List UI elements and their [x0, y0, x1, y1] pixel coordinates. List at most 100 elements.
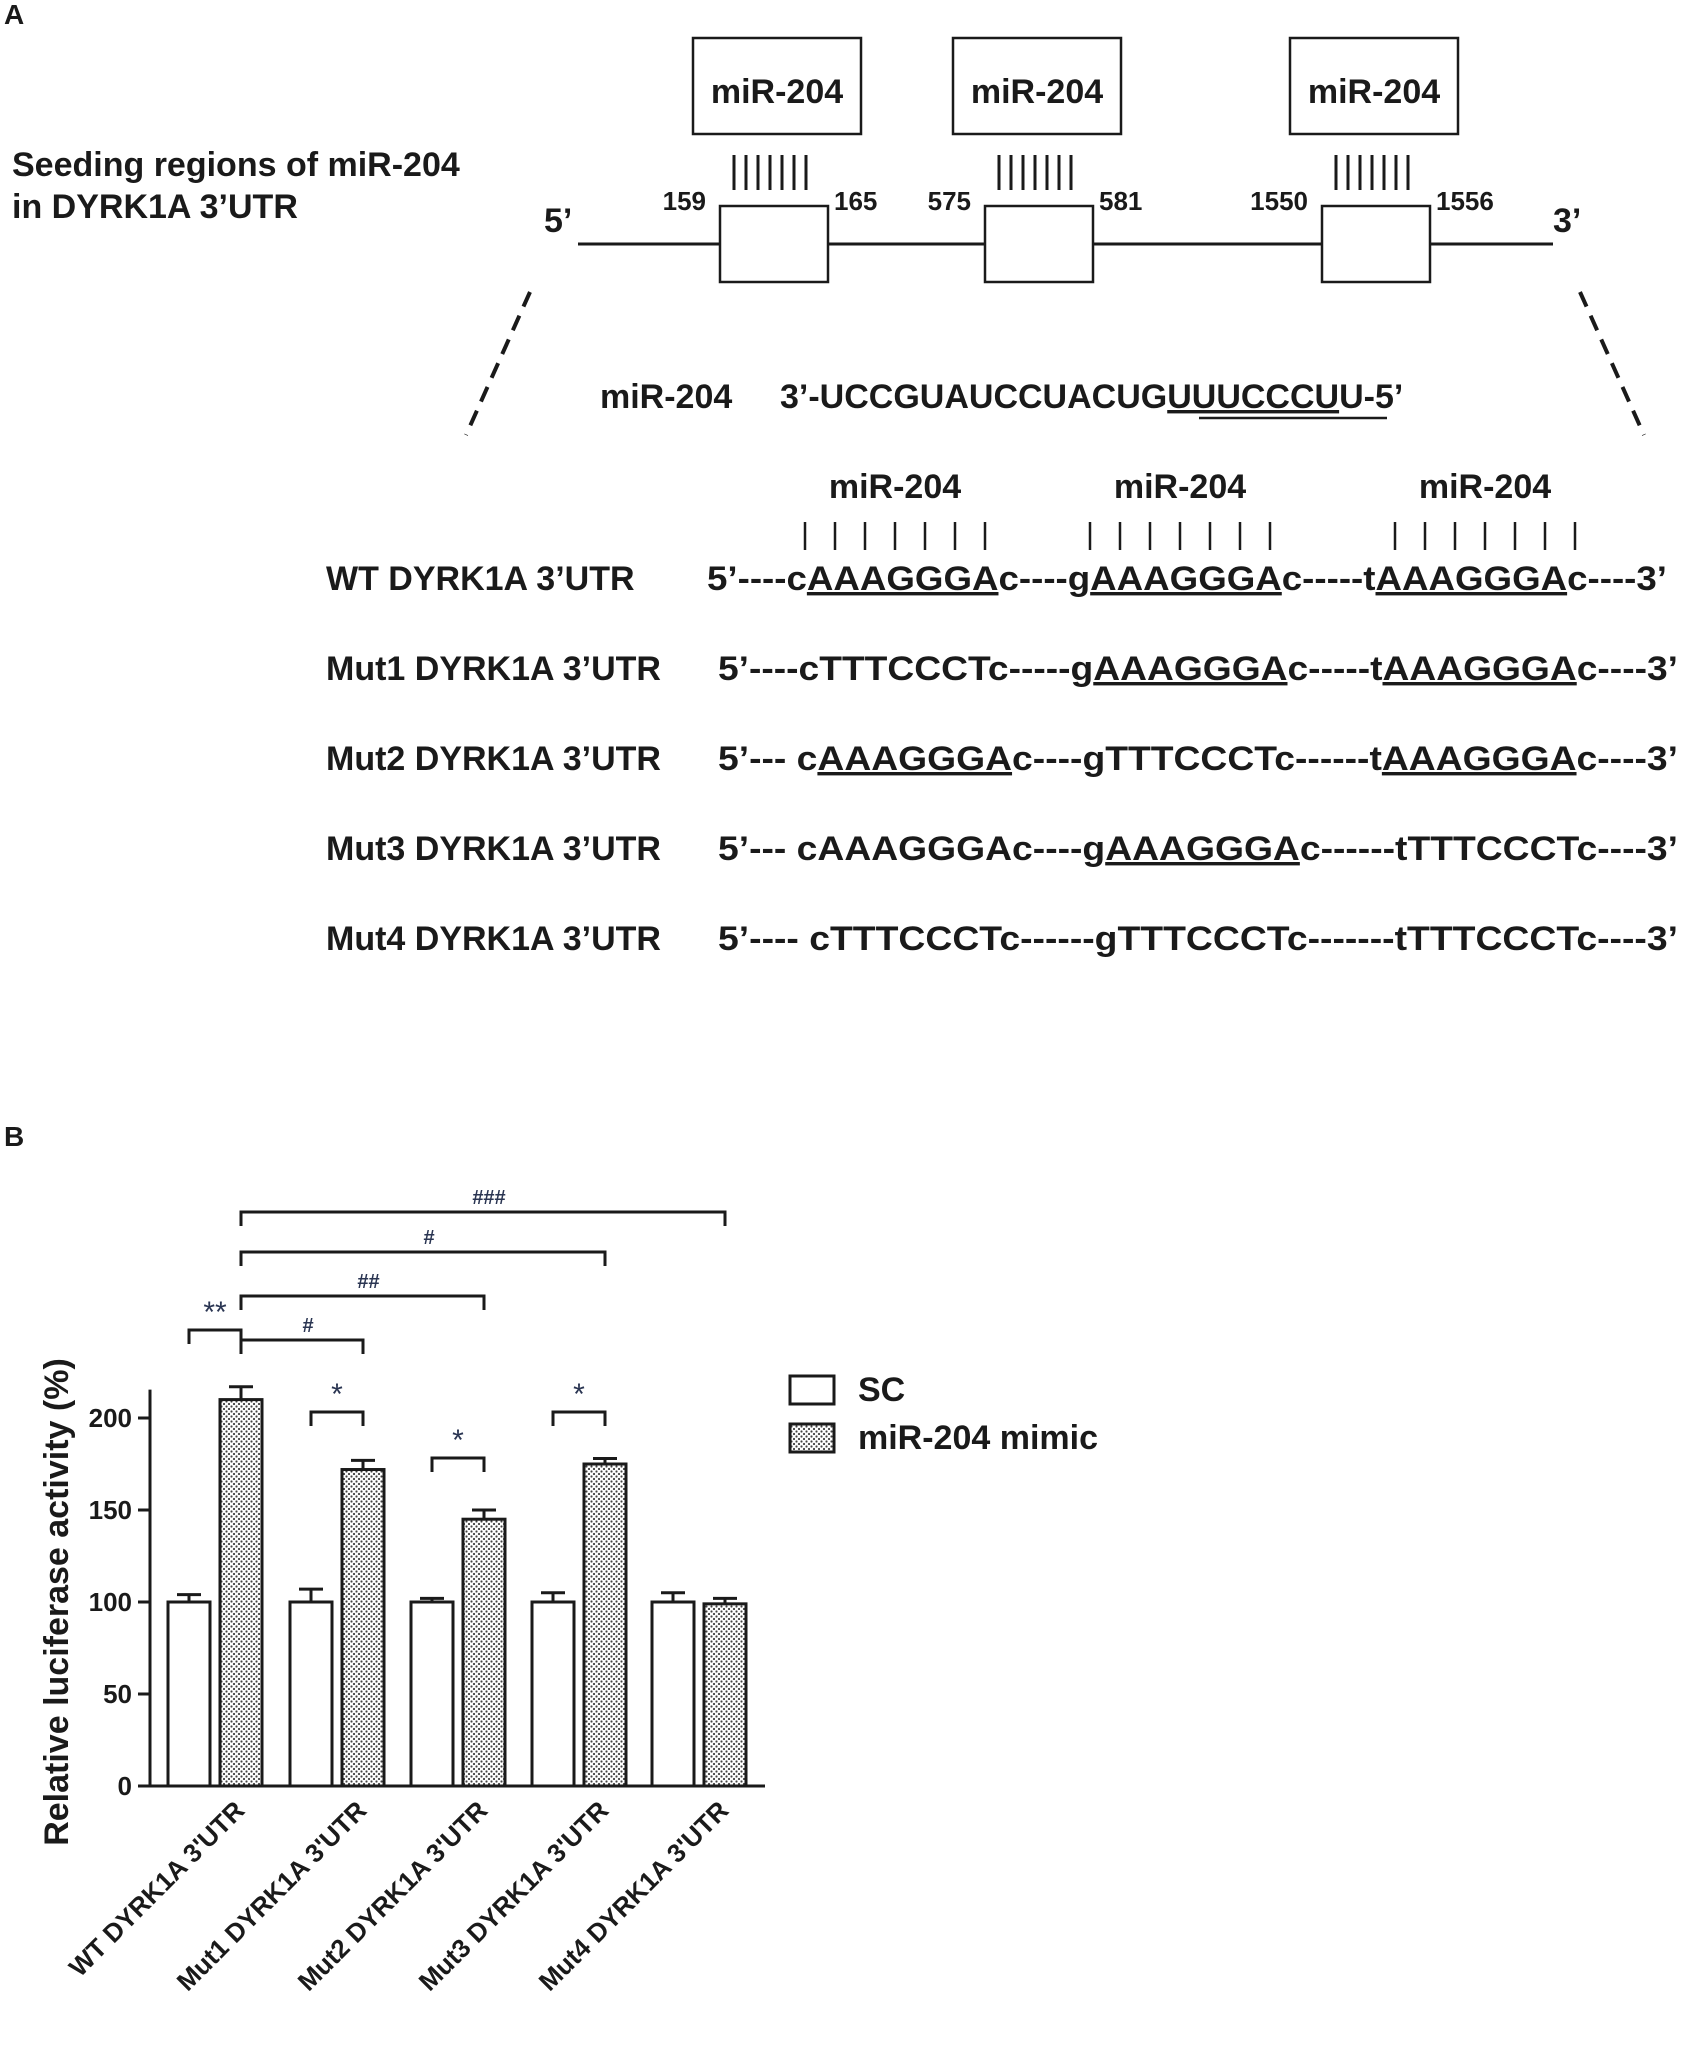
legend-label: miR-204 mimic	[858, 1419, 1098, 1457]
utr-site-2: miR-204 575 581	[928, 36, 1142, 284]
wt-comparison-bracket	[239, 1338, 365, 1354]
column-label-1: miR-204	[829, 468, 961, 506]
site-box	[983, 204, 1095, 284]
y-tick-label: 100	[89, 1587, 132, 1617]
bar-sc	[288, 1600, 334, 1788]
sequence-name: Mut3 DYRK1A 3’UTR	[326, 830, 661, 868]
flanking-text: c------tTTTCCCTc----3’	[1300, 830, 1678, 868]
site-end-position: 581	[1099, 186, 1142, 216]
site-start-position: 159	[663, 186, 706, 216]
panel-a: A Seeding regions of miR-204 in DYRK1A 3…	[4, 0, 1678, 958]
pair-bracket	[187, 1328, 243, 1344]
site-label: miR-204	[711, 73, 843, 111]
bar-mimic	[461, 1517, 507, 1788]
site-end-position: 165	[834, 186, 877, 216]
pair-significance: **	[203, 1296, 227, 1329]
panel-b-label: B	[4, 1121, 24, 1152]
flanking-text: c----gTTTCCCTc------t	[1012, 740, 1382, 778]
y-tick-label: 150	[89, 1495, 132, 1525]
seed-site-text: AAAGGGA	[1093, 650, 1287, 688]
utr-site-3: miR-204 1550 1556	[1250, 36, 1494, 284]
sequence-name: Mut4 DYRK1A 3’UTR	[326, 920, 661, 958]
sequence-row: Mut4 DYRK1A 3’UTR 5’---- cTTTCCCTc------g…	[326, 920, 1678, 958]
projection-right	[1578, 291, 1646, 436]
legend-swatch-sc	[788, 1374, 836, 1406]
flanking-text: 5’--- cAAAGGGAc----g	[718, 830, 1105, 868]
y-axis-label: Relative luciferase activity (%)	[38, 1358, 76, 1846]
utr-3-prime-end: 3’	[1553, 202, 1581, 240]
mirna-sequence: 3’-UCCGUAUCCUACUGUUUCCCUU-5’	[780, 378, 1403, 416]
pair-significance: *	[331, 1378, 343, 1411]
sequence-name: Mut1 DYRK1A 3’UTR	[326, 650, 661, 688]
wt-comparison-bracket	[239, 1250, 607, 1266]
seed-site-text: AAAGGGA	[1383, 650, 1577, 688]
seed-site-text: AAAGGGA	[817, 740, 1012, 778]
wt-comparison-significance: #	[302, 1315, 313, 1337]
seed-site-text: AAAGGGA	[1105, 830, 1300, 868]
flanking-text: c----3’	[1577, 740, 1678, 778]
bar-sc	[166, 1600, 212, 1788]
column-label-2: miR-204	[1114, 468, 1246, 506]
column-labels: miR-204 miR-204 miR-204	[803, 468, 1577, 550]
significance-marks: *****#######	[187, 1187, 727, 1472]
wt-comparison-significance: #	[423, 1227, 434, 1249]
mirna-label: miR-204	[600, 378, 732, 416]
site-label: miR-204	[971, 73, 1103, 111]
wt-comparison-bracket	[239, 1294, 486, 1310]
flanking-text: 5’----cTTTCCCTc-----g	[718, 650, 1093, 688]
seed-site-text: AAAGGGA	[1090, 560, 1282, 598]
mirna-seq-seed: UUUCCCU	[1167, 378, 1339, 416]
site-start-position: 575	[928, 186, 971, 216]
pair-bracket	[551, 1410, 607, 1426]
site-label: miR-204	[1308, 73, 1440, 111]
flanking-text: 5’----c	[707, 560, 807, 598]
utr-5-prime-end: 5’	[544, 202, 572, 240]
bar-sc	[409, 1600, 455, 1788]
bar-sc	[650, 1600, 696, 1788]
flanking-text: 5’---- cTTTCCCTc------gTTTCCCTc-------tT…	[718, 920, 1678, 958]
pair-bracket	[430, 1456, 486, 1472]
utr-site-1: miR-204 159 165	[663, 36, 877, 284]
site-end-position: 1556	[1436, 186, 1494, 216]
bar-mimic	[340, 1468, 386, 1788]
legend-swatch-mimic	[788, 1422, 836, 1454]
seed-site-text: AAAGGGA	[807, 560, 999, 598]
pair-significance: *	[452, 1424, 464, 1457]
pair-significance: *	[573, 1378, 585, 1411]
site-start-position: 1550	[1250, 186, 1308, 216]
bar-sc	[530, 1600, 576, 1788]
y-tick-label: 0	[118, 1771, 132, 1801]
site-label-box	[951, 36, 1123, 136]
column-label-3: miR-204	[1419, 468, 1551, 506]
site-box	[718, 204, 830, 284]
site-label-box	[1288, 36, 1460, 136]
bar-group: WT DYRK1A 3'UTR	[63, 1385, 264, 1982]
panel-a-label: A	[4, 0, 24, 30]
sequence-name: WT DYRK1A 3’UTR	[326, 560, 635, 598]
y-tick-label: 200	[89, 1403, 132, 1433]
legend-label: SC	[858, 1371, 905, 1409]
flanking-text: c----g	[998, 560, 1090, 598]
utr-sites: miR-204 159 165 miR-204 575 581 miR-204 1550 155…	[663, 36, 1494, 284]
flanking-text: c-----t	[1288, 650, 1383, 688]
chart-legend: SC miR-204 mimic	[788, 1371, 1098, 1457]
projection-left	[464, 291, 532, 436]
wt-comparison-bracket	[239, 1210, 727, 1226]
flanking-text: c----3’	[1567, 560, 1667, 598]
mirna-seq-prefix: 3’-UCCGUAUCCUACUG	[780, 378, 1167, 416]
bar-mimic	[218, 1398, 264, 1788]
wt-comparison-significance: ##	[357, 1271, 379, 1293]
pair-bracket	[309, 1410, 365, 1426]
site-box	[1320, 204, 1432, 284]
